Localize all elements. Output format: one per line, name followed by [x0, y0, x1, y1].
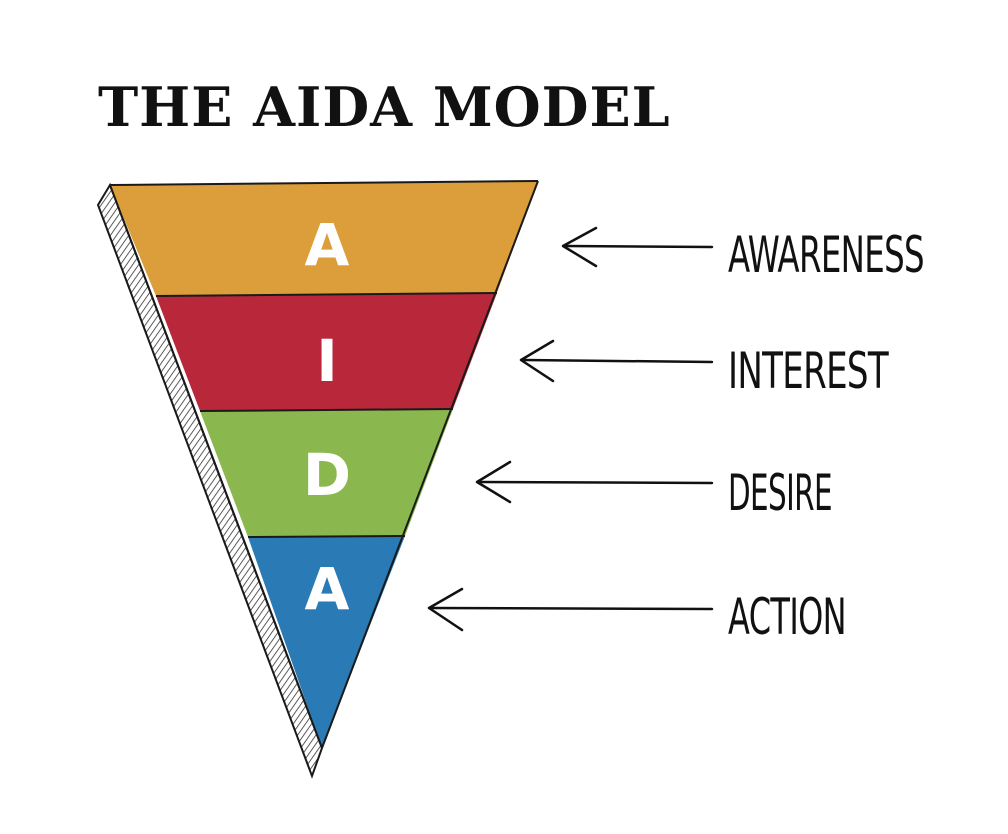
band-divider [155, 292, 498, 297]
arrow-interest [519, 339, 714, 383]
stage-letter-a-bottom: A [305, 555, 350, 623]
band-divider [199, 408, 454, 412]
funnel-top-edge [109, 180, 539, 186]
stage-letter-i: I [316, 327, 338, 395]
stage-label-desire: DESIRE [728, 464, 832, 522]
stage-band-action [248, 536, 405, 748]
stage-band-awareness [110, 181, 538, 296]
stage-letter-d: D [303, 441, 351, 509]
arrow-awareness [561, 226, 714, 268]
stage-label-action: ACTION [728, 588, 846, 646]
funnel-right-edge [321, 180, 539, 749]
stage-letter-a-top: A [305, 211, 350, 279]
funnel-left-edge [109, 184, 323, 749]
stage-band-interest [156, 293, 497, 411]
diagram-title: THE AIDA MODEL [98, 75, 671, 139]
stage-label-awareness: AWARENESS [728, 226, 924, 284]
stage-band-desire [200, 409, 453, 537]
band-divider [247, 535, 406, 538]
stage-label-interest: INTEREST [728, 342, 889, 400]
arrow-desire [475, 460, 714, 504]
arrow-action [427, 587, 714, 632]
